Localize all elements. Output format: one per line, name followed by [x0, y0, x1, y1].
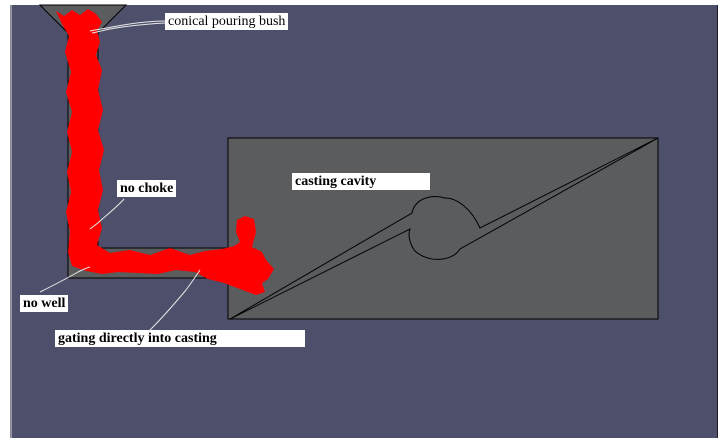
label-gating-directly-into-casting: gating directly into casting: [55, 330, 305, 347]
leader-lines: [39, 20, 201, 331]
casting-spindle-shape: [229, 137, 659, 320]
leader-gating: [149, 269, 201, 331]
leader-no-well: [39, 266, 91, 293]
label-no-choke: no choke: [117, 180, 177, 197]
label-no-well: no well: [20, 295, 69, 312]
leader-pouring-bush: [89, 20, 166, 34]
molten-metal-flow: [56, 9, 274, 295]
leader-no-choke: [89, 198, 125, 230]
left-edge-fade: [0, 0, 12, 441]
label-casting-cavity: casting cavity: [292, 173, 430, 190]
label-conical-pouring-bush: conical pouring bush: [165, 13, 289, 30]
